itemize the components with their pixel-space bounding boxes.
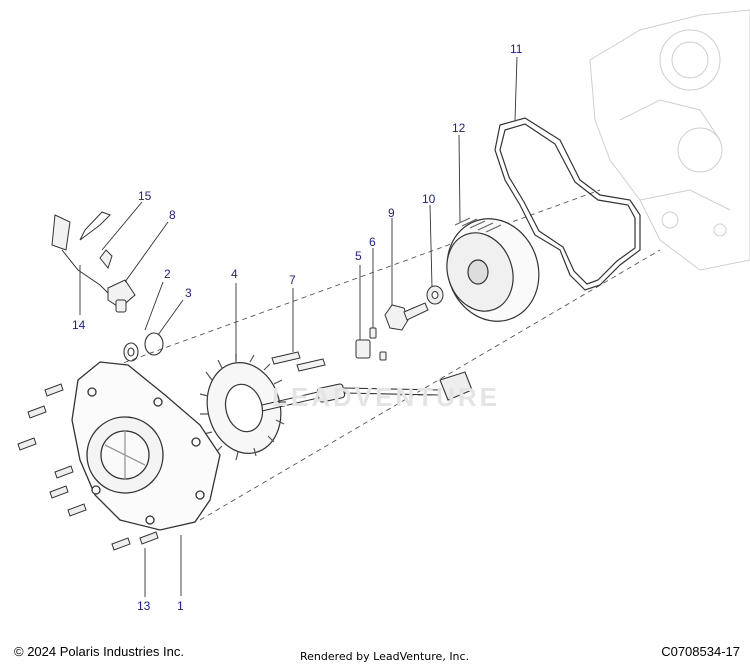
watermark: LEADVENTURE [272, 382, 501, 412]
callout-4[interactable]: 4 [231, 267, 238, 281]
flywheel [446, 217, 540, 322]
callout-2[interactable]: 2 [164, 267, 171, 281]
stator [199, 354, 286, 461]
seals [123, 332, 164, 362]
callout-8[interactable]: 8 [169, 208, 176, 222]
copyright-text: © 2024 Polaris Industries Inc. [14, 644, 184, 659]
callout-12[interactable]: 12 [452, 121, 466, 135]
diagram-code: C0708534-17 [661, 644, 740, 659]
engine-block-outline [589, 9, 750, 271]
callout-6[interactable]: 6 [369, 235, 376, 249]
callout-13[interactable]: 13 [137, 599, 151, 613]
leader-lines [79, 56, 518, 597]
stator-bolts [271, 351, 326, 372]
stator-harness [261, 371, 473, 412]
crank-sensor-assembly [51, 211, 136, 313]
sensor-screws [355, 327, 387, 361]
callout-1[interactable]: 1 [177, 599, 184, 613]
rendered-by-text: Rendered by LeadVenture, Inc. [300, 650, 470, 663]
washer [426, 285, 444, 305]
callout-5[interactable]: 5 [355, 249, 362, 263]
callout-10[interactable]: 10 [422, 192, 436, 206]
callout-11[interactable]: 11 [510, 42, 523, 56]
callout-14[interactable]: 14 [72, 318, 86, 332]
callout-15[interactable]: 15 [138, 189, 152, 203]
callout-3[interactable]: 3 [185, 286, 192, 300]
flywheel-bolt [384, 302, 429, 331]
callout-9[interactable]: 9 [388, 206, 395, 220]
cover-bolts [17, 383, 159, 551]
stator-cover [71, 361, 221, 531]
callout-7[interactable]: 7 [289, 273, 296, 287]
gasket [494, 117, 641, 291]
